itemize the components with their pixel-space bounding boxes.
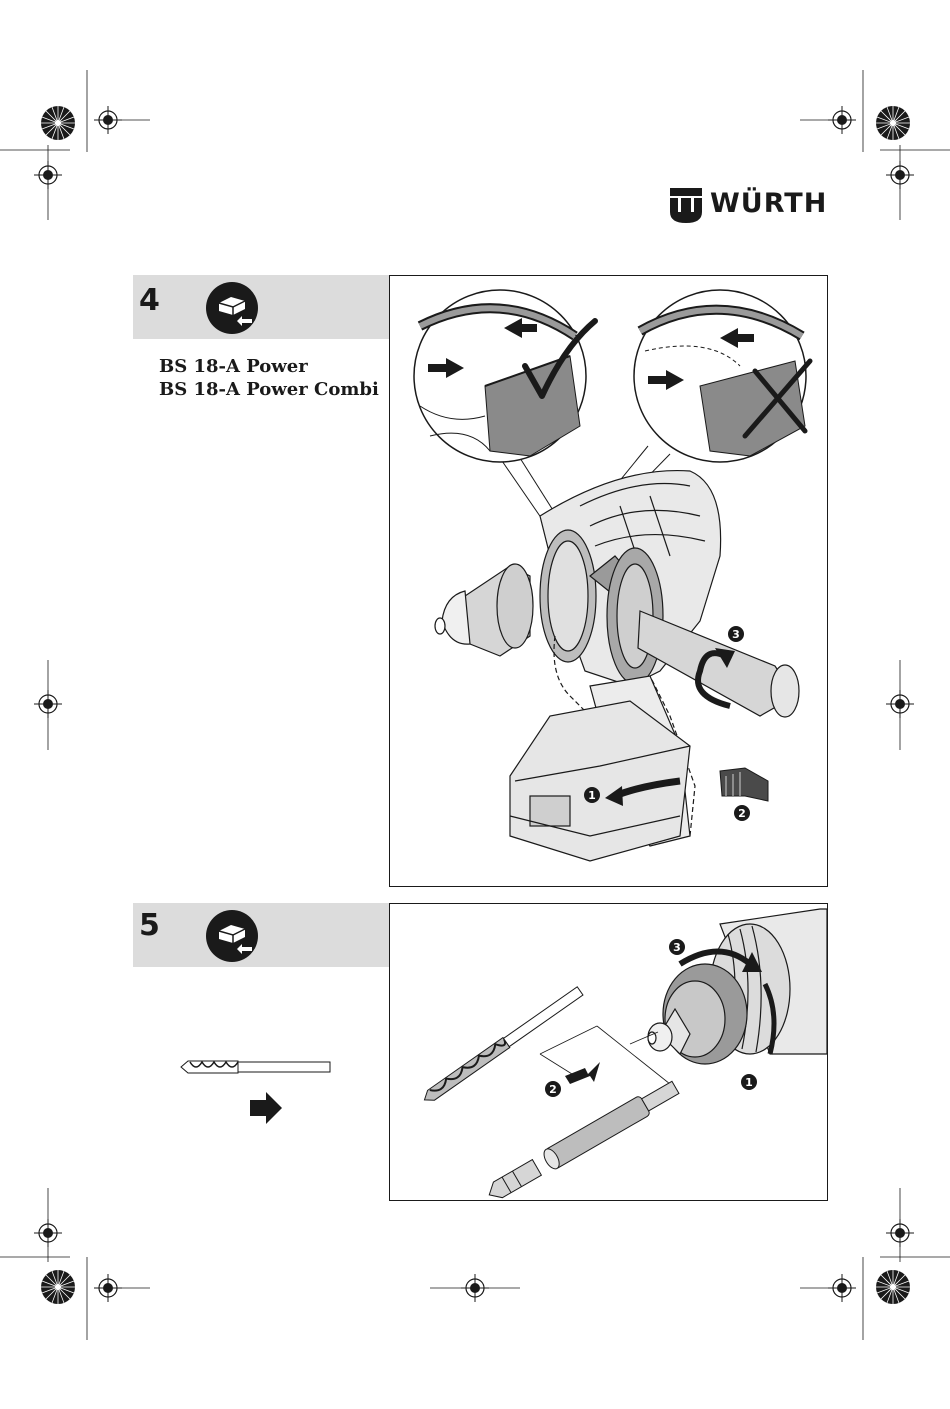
- drill-chuck: [648, 909, 827, 1064]
- arrow-right-icon: [248, 1090, 284, 1126]
- step-4-illustration: 1 2 3: [389, 275, 828, 887]
- wurth-emblem-icon: [668, 186, 704, 226]
- svg-text:1: 1: [588, 789, 596, 802]
- svg-text:1: 1: [745, 1076, 753, 1089]
- detail-correct: [414, 290, 595, 462]
- model-name: BS 18-A Power: [159, 355, 379, 378]
- step-number: 4: [139, 283, 160, 318]
- wurth-logo: WÜRTH: [668, 186, 833, 226]
- svg-text:2: 2: [549, 1083, 557, 1096]
- brand-name: WÜRTH: [710, 188, 827, 219]
- callout-1: 1: [584, 787, 600, 803]
- svg-text:3: 3: [732, 628, 740, 641]
- battery-remove-icon: [205, 909, 259, 963]
- step-5-illustration: 1 2 3: [389, 903, 828, 1201]
- model-list: BS 18-A Power BS 18-A Power Combi: [159, 355, 379, 401]
- clip-part: [720, 768, 768, 801]
- step-5-header: 5: [133, 903, 389, 967]
- callout-3: 3: [728, 626, 744, 642]
- callout-3: 3: [669, 939, 685, 955]
- callout-1: 1: [741, 1074, 757, 1090]
- callout-2: 2: [545, 1081, 561, 1097]
- svg-text:3: 3: [673, 941, 681, 954]
- step-4-header: 4: [133, 275, 389, 339]
- svg-text:2: 2: [738, 807, 746, 820]
- detail-wrong: [634, 290, 810, 462]
- step-number: 5: [139, 908, 160, 943]
- battery-remove-icon: [205, 281, 259, 335]
- model-name: BS 18-A Power Combi: [159, 378, 379, 401]
- bit-holder: [484, 1078, 681, 1200]
- callout-2: 2: [734, 805, 750, 821]
